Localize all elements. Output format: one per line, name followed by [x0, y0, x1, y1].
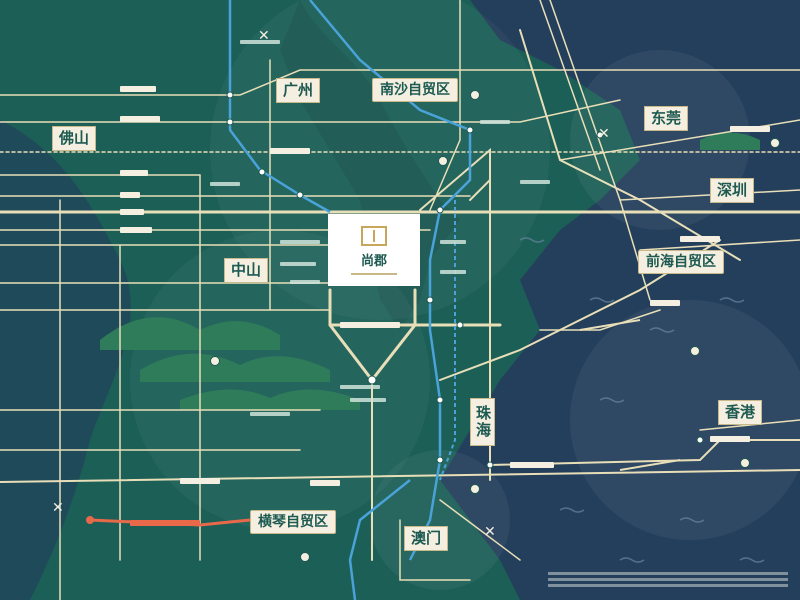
- disclaimer-text: [548, 572, 788, 590]
- airplane-icon: ✕: [484, 524, 496, 540]
- poi-label: [280, 240, 320, 244]
- poi-label: [240, 40, 280, 44]
- radius-ring: [570, 300, 800, 540]
- landmark-icon: [770, 138, 780, 148]
- city-label-zhuhai[interactable]: 珠海: [470, 398, 495, 446]
- river: [0, 120, 131, 600]
- poi-label: [440, 240, 466, 244]
- landmark-icon: [210, 356, 220, 366]
- project-marker[interactable]: 尚郡: [328, 214, 420, 286]
- road-label: [310, 480, 340, 486]
- airplane-icon: ✕: [598, 126, 610, 142]
- landmark-icon: [470, 90, 480, 100]
- city-label-foshan[interactable]: 佛山: [52, 126, 97, 151]
- project-name: 尚郡: [360, 253, 387, 269]
- road-label: [120, 170, 148, 176]
- zone-label-hengqin[interactable]: 横琴自贸区: [250, 510, 336, 534]
- poi-label: [440, 270, 466, 274]
- road-label: [270, 148, 310, 154]
- landmark-icon: [438, 156, 448, 166]
- poi-label: [290, 280, 320, 284]
- city-label-dongguan[interactable]: 东莞: [644, 106, 689, 131]
- poi-label: [350, 398, 386, 402]
- bridge: [579, 319, 681, 471]
- road-label: [710, 436, 750, 442]
- project-divider: [351, 272, 397, 275]
- road-label: [120, 116, 160, 122]
- city-label-hongkong[interactable]: 香港: [718, 400, 763, 425]
- poi-label: [520, 180, 550, 184]
- project-logo-icon: [361, 225, 387, 246]
- rail-line-dashed: [439, 200, 456, 481]
- road-label: [680, 236, 720, 242]
- landmark-icon: [300, 552, 310, 562]
- station-dot: [86, 516, 94, 524]
- road-label: [730, 126, 770, 132]
- poi-label: [340, 385, 380, 389]
- poi-label: [480, 120, 510, 124]
- poi-label: [280, 262, 316, 266]
- road-label: [120, 209, 144, 215]
- city-label-guangzhou[interactable]: 广州: [276, 78, 321, 103]
- station-dots: [226, 91, 704, 469]
- landmark-icon: [470, 484, 480, 494]
- city-label-shenzhen[interactable]: 深圳: [710, 178, 755, 203]
- airplane-icon: ✕: [258, 28, 270, 44]
- road-label: [180, 478, 220, 484]
- metro-label: [130, 520, 200, 526]
- mountain-icon: [100, 132, 760, 410]
- airplane-icon: ✕: [52, 500, 64, 516]
- poi-label: [210, 182, 240, 186]
- road-label: [120, 227, 152, 233]
- zone-label-qianhai[interactable]: 前海自贸区: [638, 250, 724, 274]
- landmark-icon: [690, 346, 700, 356]
- road-label: [120, 86, 156, 92]
- landmark-icon: [740, 458, 750, 468]
- metro-line-orange: [89, 518, 251, 527]
- road-label: [510, 462, 554, 468]
- poi-label: [250, 412, 290, 416]
- city-label-macau[interactable]: 澳门: [404, 526, 449, 551]
- road-label: [340, 322, 400, 328]
- zone-label-nansha[interactable]: 南沙自贸区: [372, 78, 458, 102]
- city-label-zhongshan[interactable]: 中山: [224, 258, 269, 283]
- road-label: [120, 192, 140, 198]
- wave-marks: [519, 237, 765, 563]
- road-label: [650, 300, 680, 306]
